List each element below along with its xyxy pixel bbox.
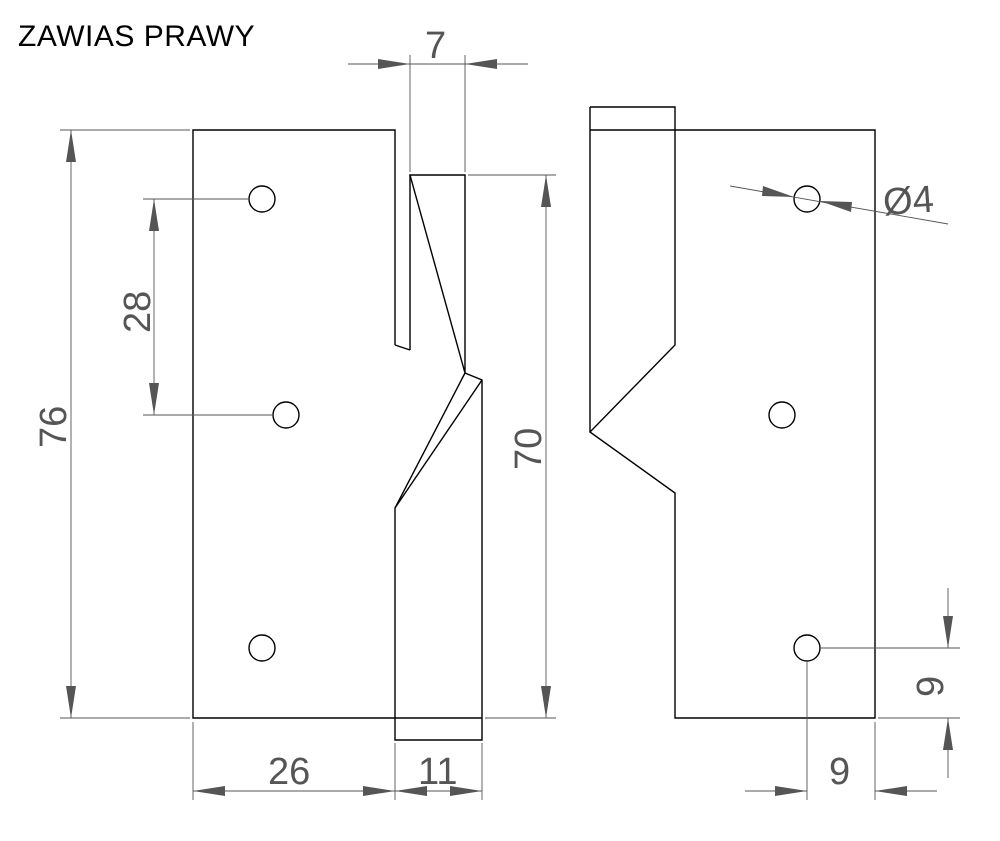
left-hole-top [248,185,276,213]
dim-d4-label: Ø4 [882,179,936,224]
dim-26-arrow-right [363,786,395,796]
dim-7-arrow-left [378,59,410,69]
dim-11-label: 11 [418,751,457,793]
dim-9v-label: 9 [910,676,952,697]
dim-9h-arrow-left [775,786,807,796]
dim-d4-arrow-left [762,186,794,197]
right-hole-top [793,185,821,213]
dim-76-arrow-top [66,130,76,162]
dim-28-arrow-bottom [149,383,159,415]
dim-11-arrow-left [395,786,427,796]
dim-9h-arrow-right [875,786,907,796]
dim-26-arrow-left [193,786,225,796]
right-hole-middle [768,401,796,429]
right-leaf-outline [588,106,876,719]
dim-9v-arrow-bottom [943,718,953,750]
dim-26-label: 26 [268,751,310,793]
dim-7-label: 7 [425,25,446,67]
right-hole-bottom [793,634,821,662]
left-hole-bottom [248,634,276,662]
dim-7-arrow-right [465,59,497,69]
dim-70-arrow-top [541,175,551,207]
dim-d4-arrow-right [820,201,852,212]
left-knuckle-outline [394,174,483,741]
left-knuckle-diagonal [394,379,483,509]
left-hole-middle [272,401,300,429]
dim-76-arrow-bottom [66,686,76,718]
dim-76-label: 76 [33,406,75,448]
dim-9v-arrow-top [943,616,953,648]
dim-28-label: 28 [117,291,159,333]
dim-70-arrow-bottom [541,686,551,718]
dim-70-label: 70 [508,428,550,470]
left-leaf-outline [192,129,396,719]
dim-28-arrow-top [149,199,159,231]
drawing-title: ZAWIAS PRAWY [18,20,256,53]
dim-9h-label: 9 [829,751,850,793]
dim-11-arrow-right [450,786,482,796]
left-notch-line [394,344,411,351]
